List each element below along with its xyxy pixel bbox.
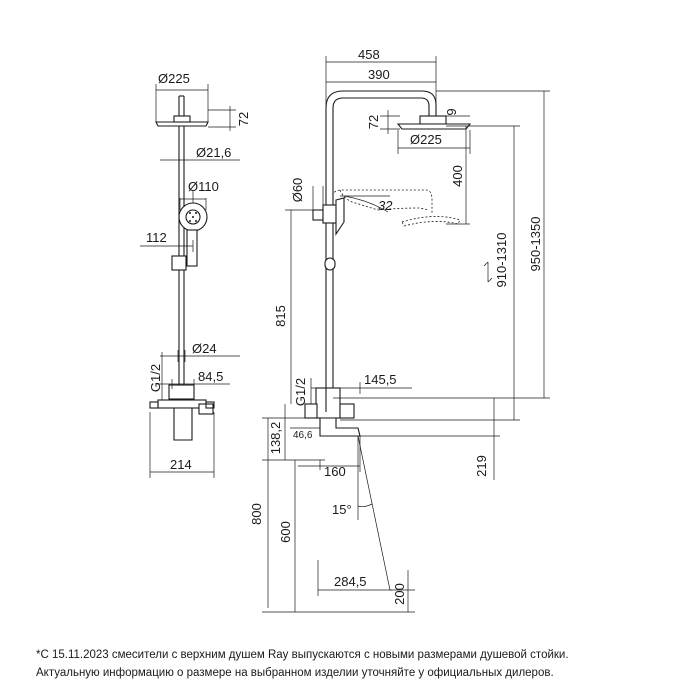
dim-head-diameter-side: Ø225 <box>410 132 442 147</box>
dim-mixer-height: 138,2 <box>268 422 283 455</box>
dim-mixer-width: 214 <box>170 457 192 472</box>
dim-inlet-offset: 46,6 <box>293 430 313 441</box>
footnote-line-2: Актуальную информацию о размере на выбра… <box>36 667 554 679</box>
hand-holder-side <box>322 204 338 224</box>
dim-mount-height: 800 <box>249 503 264 525</box>
footnote-line-1: *С 15.11.2023 смесители с верхним душем … <box>36 649 569 661</box>
dim-spout-angle: 15° <box>332 502 352 517</box>
dim-head-height: 72 <box>236 112 251 126</box>
side-labels: 458 390 9 72 Ø225 400 Ø60 32 910-1310 95… <box>249 47 543 605</box>
dim-head-drop: 400 <box>450 165 465 187</box>
dim-holder-diameter: Ø60 <box>290 178 305 203</box>
dim-spout-length: 160 <box>324 464 346 479</box>
dim-spout-reach: 145,5 <box>364 372 397 387</box>
dim-head-diameter: Ø225 <box>158 71 190 86</box>
side-dimensions <box>262 56 550 613</box>
dim-holder-height: 815 <box>273 305 288 327</box>
dim-head-height-side: 72 <box>366 115 381 129</box>
dim-height-adjust: 910-1310 <box>494 233 509 288</box>
dim-arm-length: 390 <box>368 67 390 82</box>
dim-overall-width: 458 <box>358 47 380 62</box>
dim-hand-offset: 112 <box>146 230 167 245</box>
dim-mixer-depth: 84,5 <box>198 369 223 384</box>
mixer-body-side <box>315 387 341 419</box>
adjust-arrow-icon <box>483 261 493 283</box>
dim-rod-diameter: Ø21,6 <box>196 145 231 160</box>
front-dimensions <box>140 84 240 478</box>
dim-floor-reach: 284,5 <box>334 574 367 589</box>
dim-thread-left: G1/2 <box>148 364 163 392</box>
dim-tilt-angle: 32 <box>378 198 393 213</box>
dim-spout-gap: 219 <box>474 455 489 477</box>
dim-floor-gap: 200 <box>392 583 407 605</box>
front-view <box>149 95 215 441</box>
dim-pipe-diameter: Ø24 <box>192 341 217 356</box>
dim-spout-height: 600 <box>278 521 293 543</box>
dim-thread-side: G1/2 <box>293 378 308 406</box>
shower-head-front <box>155 121 209 127</box>
dim-hand-diameter: Ø110 <box>188 179 219 194</box>
holder-front <box>171 255 187 271</box>
front-labels: Ø225 72 Ø21,6 Ø110 112 Ø24 G1/2 84,5 214 <box>146 71 251 472</box>
dim-head-gap: 9 <box>444 108 459 115</box>
hand-shower-side <box>335 197 345 236</box>
shower-head-side <box>396 123 472 130</box>
footnote: *С 15.11.2023 смесители с верхним душем … <box>36 646 676 682</box>
dim-height-total: 950-1350 <box>528 217 543 272</box>
